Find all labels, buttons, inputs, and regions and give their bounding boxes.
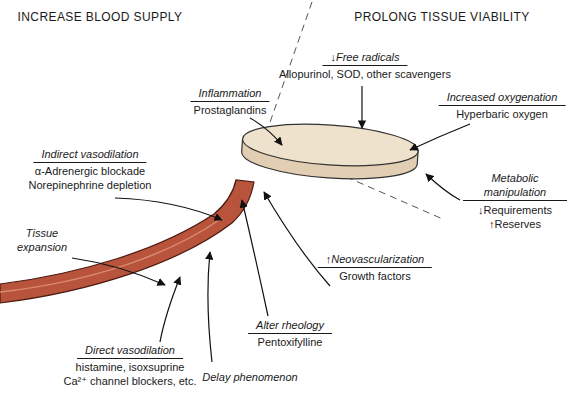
leader-arrow <box>426 174 460 200</box>
therapy-heading: ↓Free radicals <box>322 50 407 66</box>
therapy-detail: Pentoxifylline <box>258 335 323 349</box>
therapy-heading: Increased oxygenation <box>439 90 566 106</box>
therapy-heading: Tissue expansion <box>10 226 74 254</box>
therapy-heading: Inflammation <box>191 86 270 102</box>
leader-arrow <box>160 277 180 342</box>
vascular-pedicle <box>0 180 254 303</box>
flap-surface <box>241 119 419 171</box>
leader-arrow <box>72 258 165 285</box>
pedicle-highlight <box>0 218 222 292</box>
leader-arrow <box>361 86 362 128</box>
therapy-heading: ↑Neovascularization <box>318 252 432 268</box>
leader-arrow <box>242 200 268 316</box>
divider-line <box>268 2 312 128</box>
therapy-detail: Allopurinol, SOD, other scavengers <box>279 67 451 81</box>
therapy-detail: ↓Requirements <box>478 203 552 217</box>
section-heading: INCREASE BLOOD SUPPLY <box>18 10 183 24</box>
therapy-detail: Ca²⁺ channel blockers, etc. <box>64 374 197 388</box>
skin-flap <box>240 119 419 184</box>
therapy-detail: Prostaglandins <box>194 103 267 117</box>
therapy-heading: Delay phenomenon <box>202 370 297 384</box>
leader-arrow <box>208 252 212 362</box>
section-heading: PROLONG TISSUE VIABILITY <box>354 10 529 24</box>
leader-arrow <box>410 124 470 150</box>
therapy-detail: Growth factors <box>339 269 411 283</box>
therapy-heading: Indirect vasodilation <box>33 147 146 163</box>
leader-arrow <box>250 118 282 145</box>
therapy-detail: histamine, isoxsuprine <box>76 360 185 374</box>
therapy-detail: Hyperbaric oxygen <box>456 107 548 121</box>
leader-arrow <box>115 198 222 220</box>
therapy-heading: Metabolic manipulation <box>463 171 567 201</box>
therapy-detail: α-Adrenergic blockade <box>35 164 145 178</box>
therapy-detail: Norepinephrine depletion <box>29 178 152 192</box>
therapy-detail: ↑Reserves <box>489 217 541 231</box>
therapy-heading: Direct vasodilation <box>77 343 183 359</box>
leader-arrow <box>264 192 330 286</box>
therapy-heading: Alter rheology <box>248 318 332 334</box>
